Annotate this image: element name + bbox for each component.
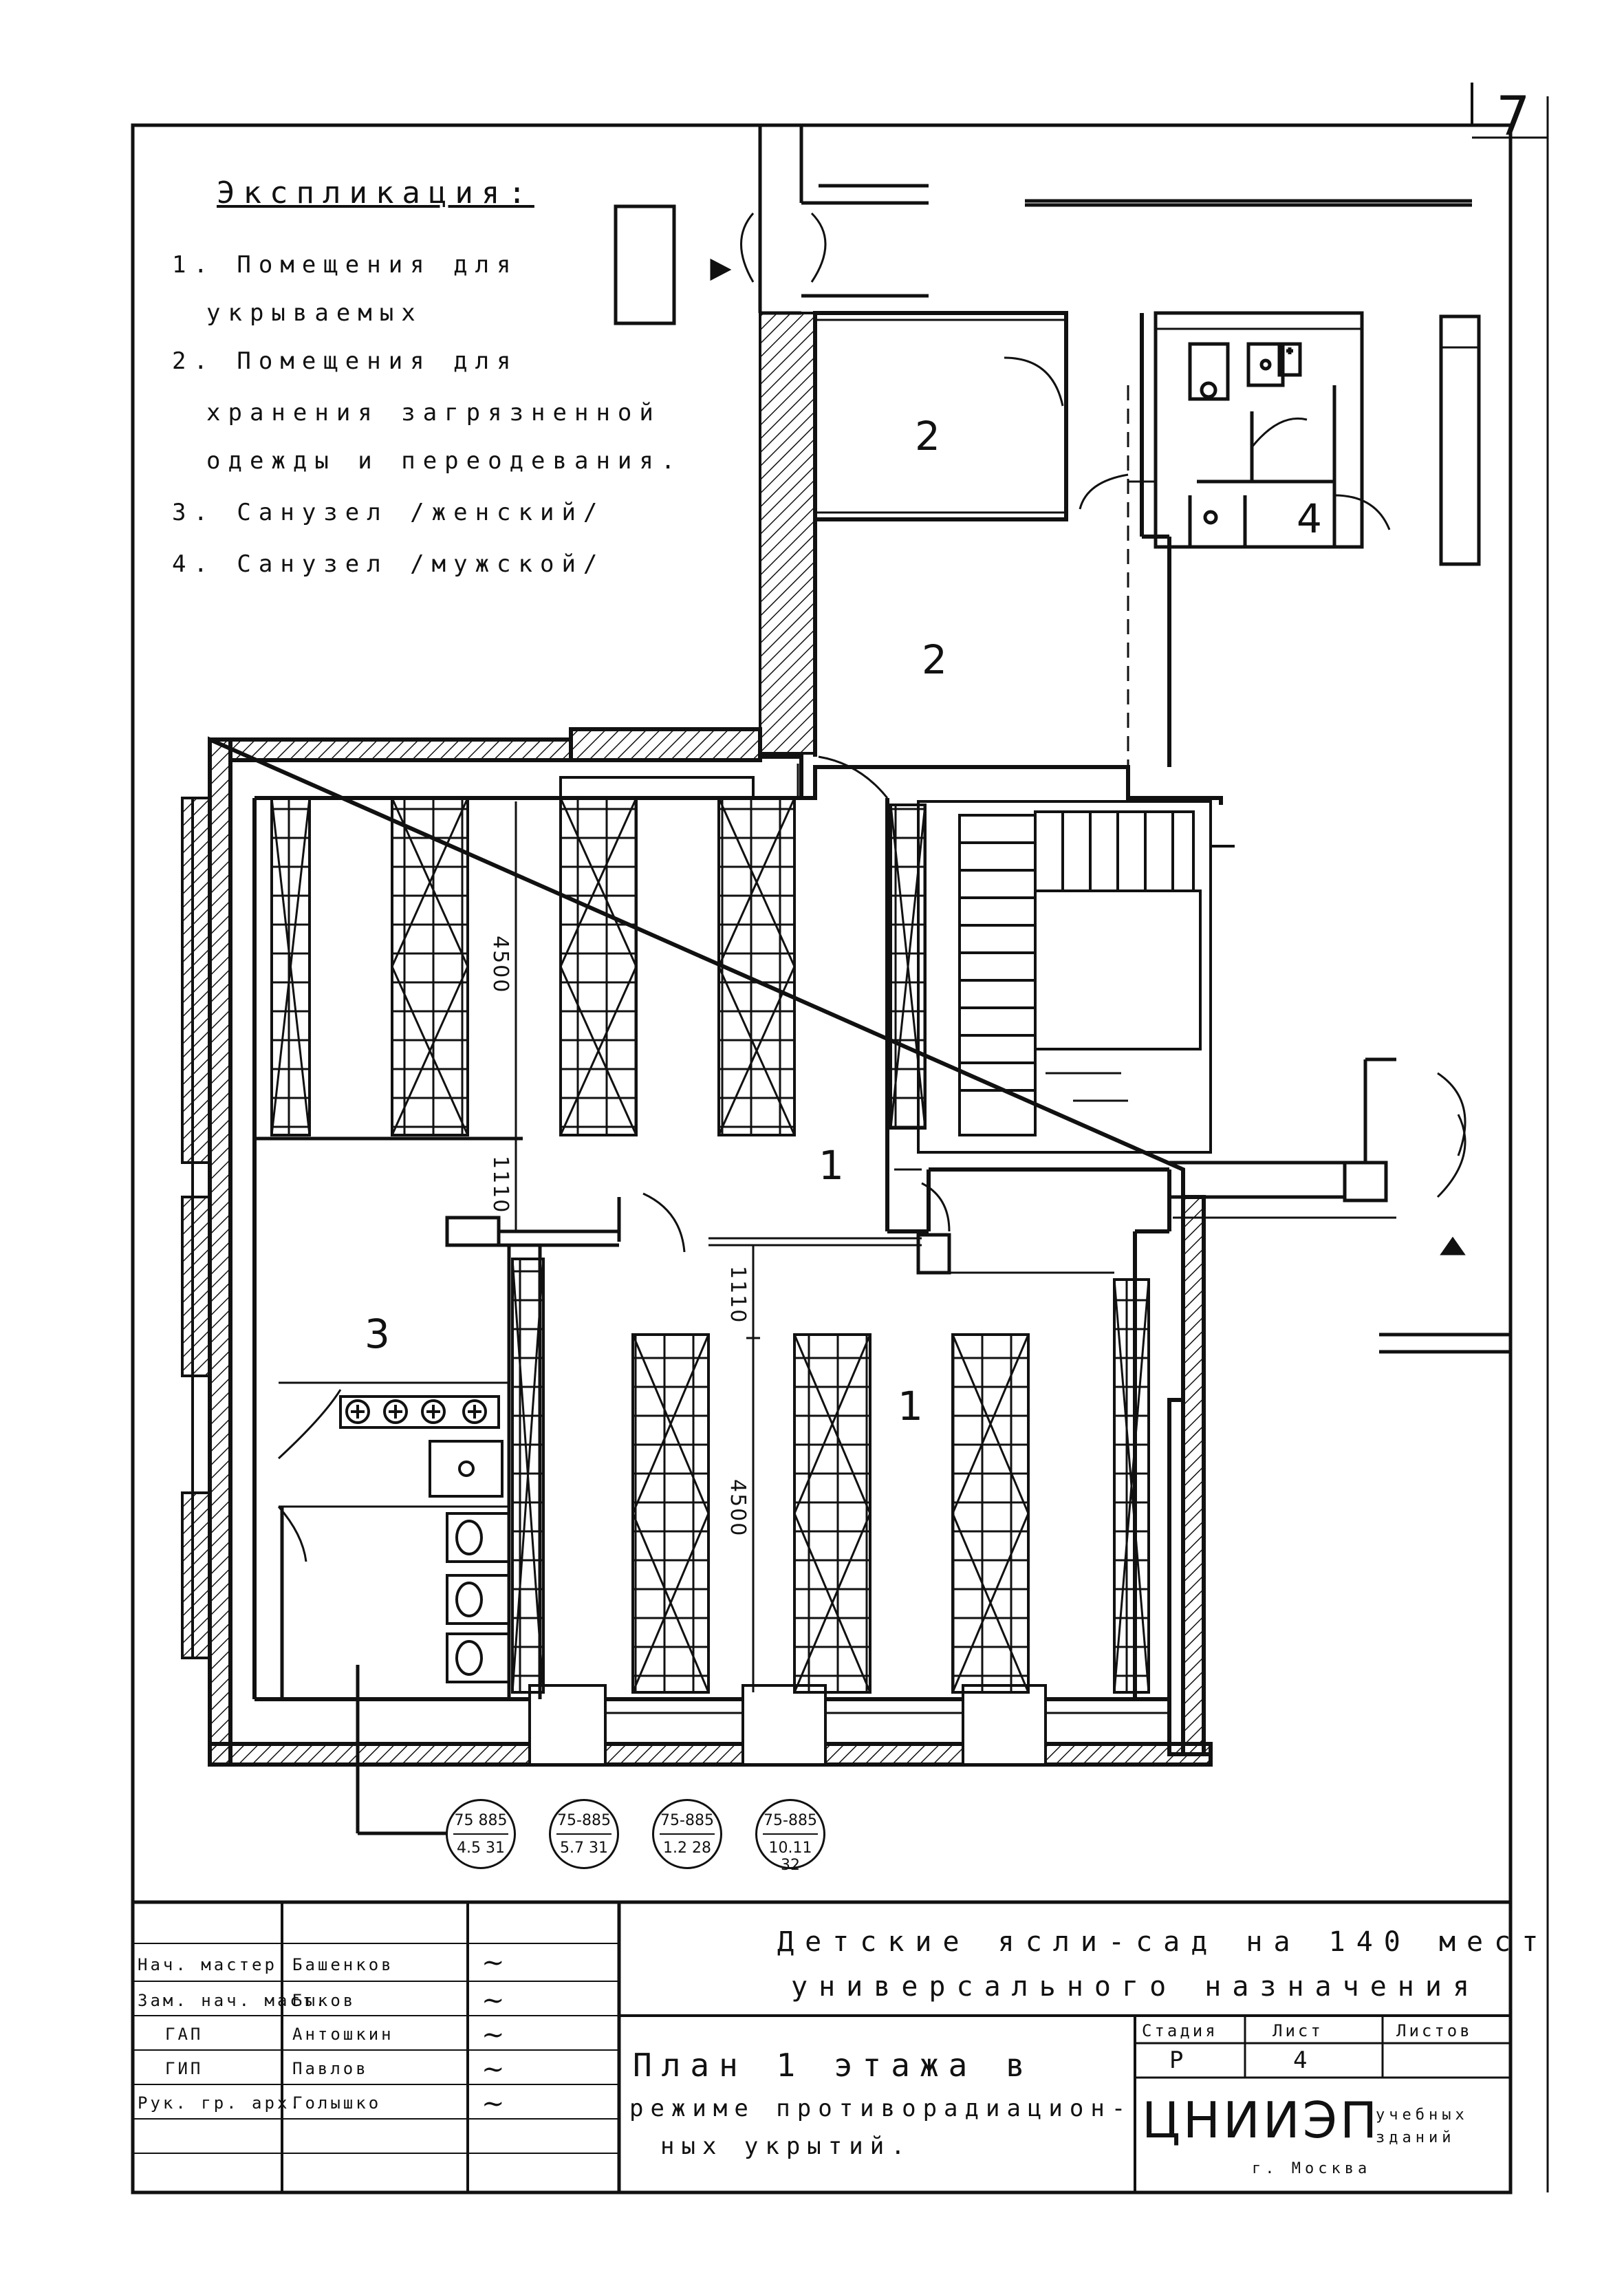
dimension-label: 1110 [726, 1266, 750, 1324]
detail-tag: 75-885 1.2 28 [652, 1799, 722, 1869]
stage-header: Стадия [1142, 2021, 1218, 2040]
title-block [133, 1900, 1511, 2192]
stage-value: Р [1169, 2047, 1191, 2074]
room-number-3: 3 [365, 1311, 390, 1357]
dimension-lines [509, 801, 760, 1692]
rack-diagonals [270, 797, 1150, 1693]
detail-tag: 75-885 5.7 31 [549, 1799, 619, 1869]
room-2-walls [759, 311, 1171, 770]
dimension-label: 4500 [726, 1479, 750, 1538]
room-number-2-upper: 2 [915, 413, 940, 460]
detail-tag-series: 75-885 [660, 1812, 714, 1829]
signature-mark: ~ [481, 2053, 505, 2085]
dimension-label: 4500 [488, 936, 512, 994]
room-number-2-lower: 2 [922, 636, 947, 683]
legend-item: укрываемых [206, 299, 423, 327]
signature-mark: ~ [481, 2088, 505, 2120]
sheet-number: 7 [1496, 86, 1530, 148]
right-entrance [1169, 1057, 1511, 1354]
legend-item: одежды и переодевания. [206, 447, 683, 475]
detail-tag-sheet: 10.11 32 [768, 1840, 812, 1874]
signature-mark: ~ [481, 1947, 505, 1979]
signer-name: Павлов [292, 2059, 369, 2078]
legend-item: 4. Санузел /мужской/ [172, 550, 605, 578]
sheet-frame [131, 83, 1549, 2195]
signer-name: Башенков [292, 1955, 394, 1974]
detail-tag-sheet: 4.5 31 [457, 1840, 505, 1857]
project-title: Детские ясли-сад на 140 мест [777, 1926, 1550, 1958]
sheet-header: Лист [1273, 2021, 1323, 2040]
room-number-1-lower: 1 [898, 1383, 923, 1430]
sheet-title: План 1 этажа в [633, 2047, 1035, 2084]
room-number-4: 4 [1297, 495, 1322, 542]
legend-title: Экспликация: [217, 175, 534, 211]
detail-tag-sheet: 1.2 28 [663, 1840, 711, 1857]
signature-mark: ~ [481, 2019, 505, 2051]
organization-name: ЦНИИЭП [1142, 2091, 1381, 2149]
signature-mark: ~ [481, 1985, 505, 2016]
sheet-title-line-3: ных укрытий. [660, 2133, 912, 2160]
sheet-value: 4 [1293, 2047, 1314, 2074]
dimension-label: 1110 [488, 1156, 512, 1214]
signer-name: Голышко [292, 2093, 382, 2113]
sanitary-fixtures [339, 1395, 510, 1683]
room-number-1-upper: 1 [819, 1142, 844, 1189]
organization-suffix: учебных [1376, 2106, 1469, 2124]
signer-name: Быков [292, 1991, 356, 2010]
role-label: Нач. мастер. [138, 1955, 290, 1974]
signer-name: Антошкин [292, 2025, 394, 2044]
role-label: ГАП [165, 2025, 204, 2044]
role-label: ГИП [165, 2059, 204, 2078]
stair-core [917, 800, 1235, 1154]
sheets-header: Листов [1396, 2021, 1473, 2040]
detail-tag-series: 75-885 [764, 1812, 817, 1829]
detail-tag: 75-885 10.11 32 [755, 1799, 825, 1874]
main-block-walls [181, 727, 1223, 1767]
detail-tag-series: 75 885 [454, 1812, 508, 1829]
sheet-title-line-2: режиме противорадиацион- [629, 2095, 1133, 2122]
legend-item: хранения загрязненной [206, 399, 661, 427]
project-subtitle: универсального назначения [791, 1971, 1481, 2003]
role-label: Рук. гр. арх. [138, 2093, 303, 2113]
upper-block [614, 125, 1472, 325]
role-label: Зам. нач. маст. [138, 1991, 328, 2010]
room-4-walls [1128, 311, 1481, 566]
detail-tag: 75 885 4.5 31 [446, 1799, 516, 1869]
legend-item: 2. Помещения для [172, 347, 519, 375]
detail-tag-sheet: 5.7 31 [560, 1840, 608, 1857]
organization-suffix: зданий [1376, 2129, 1455, 2146]
organization-city: г. Москва [1252, 2160, 1372, 2177]
legend-item: 3. Санузел /женский/ [172, 499, 605, 526]
legend-item: 1. Помещения для [172, 251, 519, 279]
detail-tag-series: 75-885 [557, 1812, 611, 1829]
